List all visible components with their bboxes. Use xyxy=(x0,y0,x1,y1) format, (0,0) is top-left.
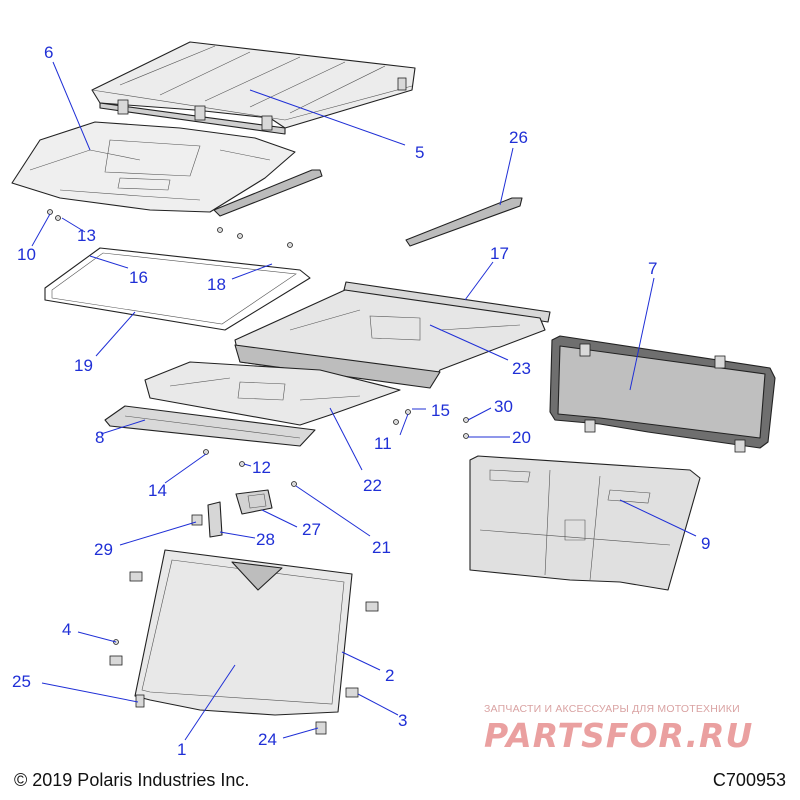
leader-lines xyxy=(31,61,697,741)
callout-15: 15 xyxy=(431,401,450,420)
callout-23: 23 xyxy=(512,359,531,378)
windshield xyxy=(134,549,353,716)
dash-panel xyxy=(144,361,401,426)
header-panel xyxy=(234,281,551,389)
roof-seal-frame xyxy=(44,247,311,331)
mirror xyxy=(235,489,273,515)
callout-13: 13 xyxy=(77,226,96,245)
mirror-bracket xyxy=(191,501,223,538)
lower-bracket xyxy=(104,405,316,447)
callout-5: 5 xyxy=(415,143,424,162)
callout-22: 22 xyxy=(363,476,382,495)
roof-panel xyxy=(91,41,416,135)
hardware-fasteners xyxy=(47,209,469,735)
callout-10: 10 xyxy=(17,245,36,264)
callout-14: 14 xyxy=(148,481,167,500)
bulkhead-plate xyxy=(469,455,701,591)
watermark-logo: PARTSFOR.RU xyxy=(484,716,754,755)
callout-19: 19 xyxy=(74,356,93,375)
callout-8: 8 xyxy=(95,428,104,447)
callout-16: 16 xyxy=(129,268,148,287)
callout-9: 9 xyxy=(701,534,710,553)
callout-29: 29 xyxy=(94,540,113,559)
callout-30: 30 xyxy=(494,397,513,416)
callout-3: 3 xyxy=(398,711,407,730)
copyright-notice: © 2019 Polaris Industries Inc. xyxy=(14,770,250,790)
callout-18: 18 xyxy=(207,275,226,294)
diagram-code: C700953 xyxy=(712,770,786,790)
callout-21: 21 xyxy=(372,538,391,557)
rear-panel xyxy=(549,335,776,453)
callout-28: 28 xyxy=(256,530,275,549)
callout-26: 26 xyxy=(509,128,528,147)
callout-11: 11 xyxy=(374,434,392,453)
callout-4: 4 xyxy=(62,620,71,639)
roof-liner xyxy=(11,121,296,213)
callout-labels: 1 2 3 4 5 6 7 8 9 10 11 12 13 14 15 16 1… xyxy=(12,43,710,759)
callout-2: 2 xyxy=(385,666,394,685)
watermark: ЗАПЧАСТИ И АКСЕССУАРЫ ДЛЯ МОТОТЕХНИКИ PA… xyxy=(484,703,780,755)
callout-1: 1 xyxy=(177,740,186,759)
callout-27: 27 xyxy=(302,520,321,539)
callout-24: 24 xyxy=(258,730,277,749)
callout-17: 17 xyxy=(490,244,509,263)
watermark-tagline: ЗАПЧАСТИ И АКСЕССУАРЫ ДЛЯ МОТОТЕХНИКИ xyxy=(484,703,740,715)
callout-20: 20 xyxy=(512,428,531,447)
callout-6: 6 xyxy=(44,43,53,62)
callout-25: 25 xyxy=(12,672,31,691)
callout-7: 7 xyxy=(648,259,657,278)
trim-strip xyxy=(213,169,523,247)
callout-12: 12 xyxy=(252,458,271,477)
